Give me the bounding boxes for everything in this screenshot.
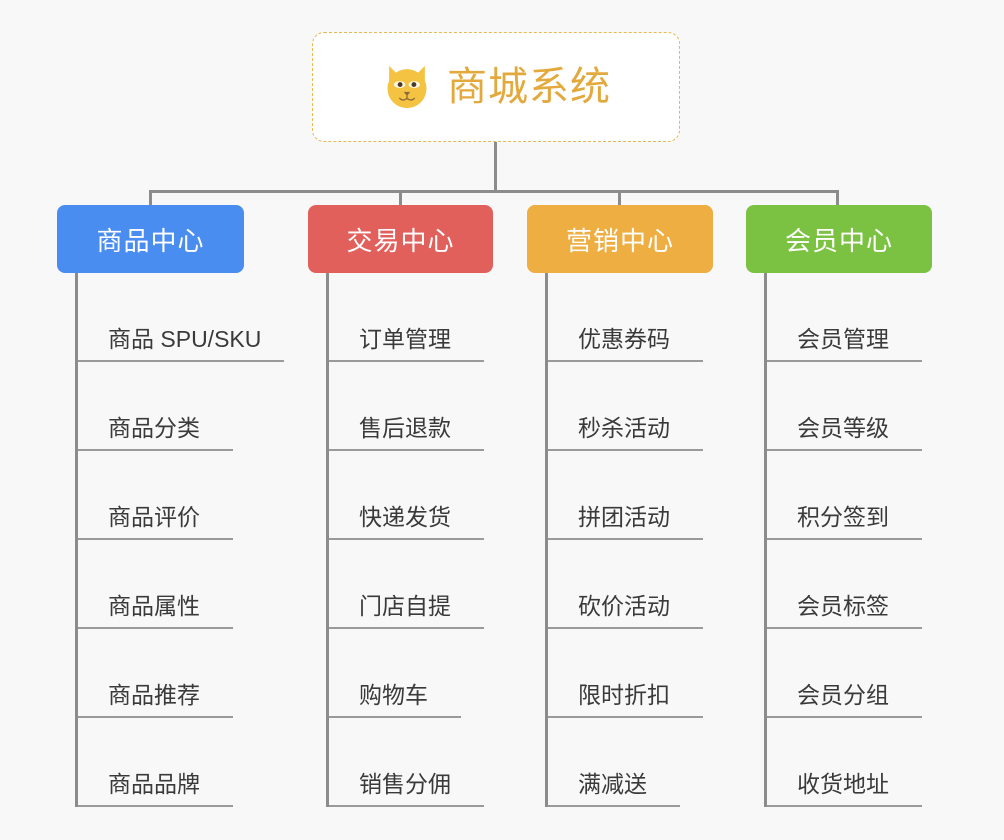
leaf-underline	[767, 805, 922, 807]
leaf-label: 会员管理	[797, 325, 889, 352]
leaf-item[interactable]: 商品属性	[78, 540, 271, 629]
leaf-underline	[78, 538, 233, 540]
leaf-underline	[767, 449, 922, 451]
leaf-list: 商品 SPU/SKU 商品分类商品评价商品属性商品推荐商品品牌	[75, 273, 284, 807]
leaf-underline	[329, 805, 484, 807]
leaf-label: 订单管理	[359, 325, 451, 352]
leaf-underline	[329, 716, 461, 718]
leaf-item[interactable]: 会员分组	[767, 629, 932, 718]
connector-drop-member-center	[836, 190, 839, 208]
leaf-label: 售后退款	[359, 414, 451, 441]
leaf-item[interactable]: 积分签到	[767, 451, 932, 540]
leaf-label: 优惠券码	[578, 325, 670, 352]
leaf-item[interactable]: 砍价活动	[548, 540, 713, 629]
leaf-label: 满减送	[578, 770, 647, 797]
category-box-marketing-center[interactable]: 营销中心	[527, 205, 713, 273]
leaf-label: 商品推荐	[108, 681, 200, 708]
leaf-label: 门店自提	[359, 592, 451, 619]
leaf-item[interactable]: 满减送	[548, 718, 713, 807]
leaf-item[interactable]: 拼团活动	[548, 451, 713, 540]
leaf-item[interactable]: 商品品牌	[78, 718, 271, 807]
connector-drop-product-center	[149, 190, 152, 208]
category-box-product-center[interactable]: 商品中心	[57, 205, 244, 273]
leaf-item[interactable]: 售后退款	[329, 362, 493, 451]
leaf-label: 快递发货	[359, 503, 451, 530]
leaf-item[interactable]: 购物车	[329, 629, 493, 718]
leaf-underline	[78, 360, 284, 362]
leaf-item[interactable]: 会员等级	[767, 362, 932, 451]
leaf-label: 商品分类	[108, 414, 200, 441]
column-member-center: 会员中心会员管理会员等级积分签到会员标签会员分组收货地址	[746, 205, 932, 807]
leaf-item[interactable]: 商品 SPU/SKU	[78, 273, 284, 362]
leaf-item[interactable]: 快递发货	[329, 451, 493, 540]
leaf-item[interactable]: 门店自提	[329, 540, 493, 629]
connector-drop-trade-center	[399, 190, 402, 208]
connector-bus	[149, 190, 839, 193]
column-trade-center: 交易中心订单管理售后退款快递发货门店自提购物车销售分佣	[308, 205, 493, 807]
leaf-label: 会员标签	[797, 592, 889, 619]
leaf-label: 商品评价	[108, 503, 200, 530]
leaf-underline	[329, 627, 484, 629]
leaf-underline	[548, 360, 703, 362]
leaf-label: 商品属性	[108, 592, 200, 619]
leaf-label: 积分签到	[797, 503, 889, 530]
leaf-label: 会员分组	[797, 681, 889, 708]
leaf-item[interactable]: 会员标签	[767, 540, 932, 629]
leaf-underline	[548, 716, 703, 718]
leaf-label: 商品品牌	[108, 770, 200, 797]
connector-drop-marketing-center	[618, 190, 621, 208]
leaf-item[interactable]: 限时折扣	[548, 629, 713, 718]
leaf-item[interactable]: 收货地址	[767, 718, 932, 807]
leaf-list: 会员管理会员等级积分签到会员标签会员分组收货地址	[764, 273, 932, 807]
leaf-label: 购物车	[359, 681, 428, 708]
leaf-label: 销售分佣	[359, 770, 451, 797]
category-label: 会员中心	[784, 225, 893, 256]
leaf-label: 收货地址	[797, 770, 889, 797]
leaf-underline	[767, 716, 922, 718]
leaf-label: 拼团活动	[578, 503, 670, 530]
shiba-dog-face-icon	[387, 65, 427, 109]
category-box-trade-center[interactable]: 交易中心	[308, 205, 493, 273]
leaf-underline	[767, 360, 922, 362]
root-title: 商城系统	[447, 65, 611, 109]
leaf-item[interactable]: 会员管理	[767, 273, 932, 362]
leaf-label: 秒杀活动	[578, 414, 670, 441]
leaf-underline	[548, 805, 680, 807]
leaf-item[interactable]: 商品推荐	[78, 629, 271, 718]
leaf-item[interactable]: 商品分类	[78, 362, 271, 451]
leaf-underline	[329, 449, 484, 451]
leaf-list: 订单管理售后退款快递发货门店自提购物车销售分佣	[326, 273, 493, 807]
root-node[interactable]: 商城系统	[312, 32, 680, 142]
leaf-label: 商品 SPU/SKU	[108, 325, 262, 352]
leaf-item[interactable]: 订单管理	[329, 273, 493, 362]
leaf-underline	[548, 627, 703, 629]
leaf-item[interactable]: 销售分佣	[329, 718, 493, 807]
leaf-item[interactable]: 秒杀活动	[548, 362, 713, 451]
leaf-label: 会员等级	[797, 414, 889, 441]
leaf-item[interactable]: 商品评价	[78, 451, 271, 540]
leaf-underline	[329, 360, 484, 362]
category-label: 商品中心	[96, 225, 205, 256]
leaf-underline	[78, 449, 233, 451]
leaf-underline	[548, 538, 703, 540]
leaf-list: 优惠券码秒杀活动拼团活动砍价活动限时折扣满减送	[545, 273, 713, 807]
leaf-item[interactable]: 优惠券码	[548, 273, 713, 362]
leaf-label: 限时折扣	[578, 681, 670, 708]
leaf-underline	[767, 627, 922, 629]
leaf-underline	[548, 449, 703, 451]
leaf-label: 砍价活动	[578, 592, 670, 619]
leaf-underline	[329, 538, 484, 540]
column-product-center: 商品中心商品 SPU/SKU 商品分类商品评价商品属性商品推荐商品品牌	[57, 205, 284, 807]
leaf-underline	[78, 805, 233, 807]
category-label: 营销中心	[565, 225, 674, 256]
connector-trunk	[494, 142, 497, 192]
category-box-member-center[interactable]: 会员中心	[746, 205, 932, 273]
column-marketing-center: 营销中心优惠券码秒杀活动拼团活动砍价活动限时折扣满减送	[527, 205, 713, 807]
category-label: 交易中心	[346, 225, 455, 256]
leaf-underline	[767, 538, 922, 540]
leaf-underline	[78, 627, 233, 629]
leaf-underline	[78, 716, 233, 718]
